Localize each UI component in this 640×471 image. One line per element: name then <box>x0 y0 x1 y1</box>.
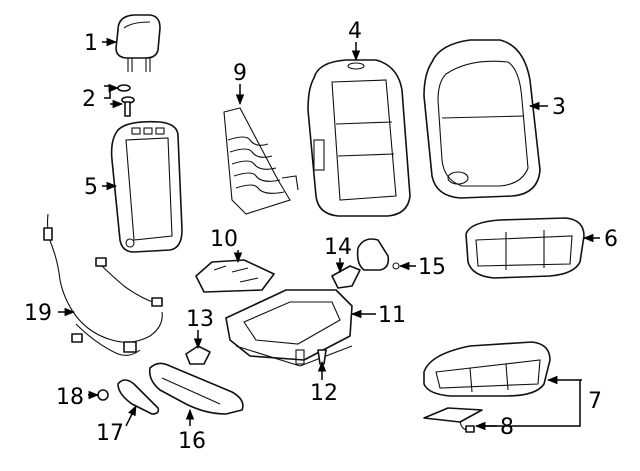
callout-2: 2 <box>82 87 96 112</box>
callout-labels: 1 2 3 4 5 6 7 8 9 10 11 12 13 14 15 16 1… <box>24 19 618 454</box>
headrest-guide-part <box>117 84 135 117</box>
callout-18: 18 <box>56 385 84 410</box>
seat-bracket-part <box>195 259 275 293</box>
side-shield-part <box>148 362 244 415</box>
clip-part <box>317 349 327 365</box>
callout-7: 7 <box>588 389 602 414</box>
seat-cushion-pad-part <box>423 341 551 397</box>
wiring-harness-part <box>43 213 163 356</box>
callout-15: 15 <box>418 255 446 280</box>
callout-14: 14 <box>324 235 352 260</box>
callout-13: 13 <box>186 307 214 332</box>
callout-16: 16 <box>178 429 206 454</box>
callout-3: 3 <box>552 95 566 120</box>
seat-cushion-cover-part <box>465 217 585 279</box>
seatback-frame-part <box>110 120 183 253</box>
seatback-pad-part <box>307 59 411 217</box>
callout-5: 5 <box>84 175 98 200</box>
headrest-part <box>115 14 161 72</box>
knob-part <box>97 389 109 401</box>
callout-19: 19 <box>24 301 52 326</box>
callout-12: 12 <box>310 381 338 406</box>
callout-17: 17 <box>96 421 124 446</box>
callout-1: 1 <box>84 31 98 56</box>
trim-cover-part <box>356 238 400 271</box>
leader-lines <box>58 37 600 431</box>
callout-8: 8 <box>500 415 514 440</box>
lumbar-spring-part <box>223 107 299 215</box>
callout-11: 11 <box>378 303 406 328</box>
callout-9: 9 <box>233 61 247 86</box>
seat-adjuster-part <box>225 289 353 367</box>
callout-6: 6 <box>604 227 618 252</box>
side-bracket-part <box>331 265 361 289</box>
callout-10: 10 <box>210 227 238 252</box>
seatback-cover-part <box>423 39 541 199</box>
shield-trim-part <box>117 379 160 415</box>
switch-bracket-part <box>185 345 211 365</box>
callout-4: 4 <box>348 19 362 44</box>
seat-heater-part <box>423 407 483 433</box>
